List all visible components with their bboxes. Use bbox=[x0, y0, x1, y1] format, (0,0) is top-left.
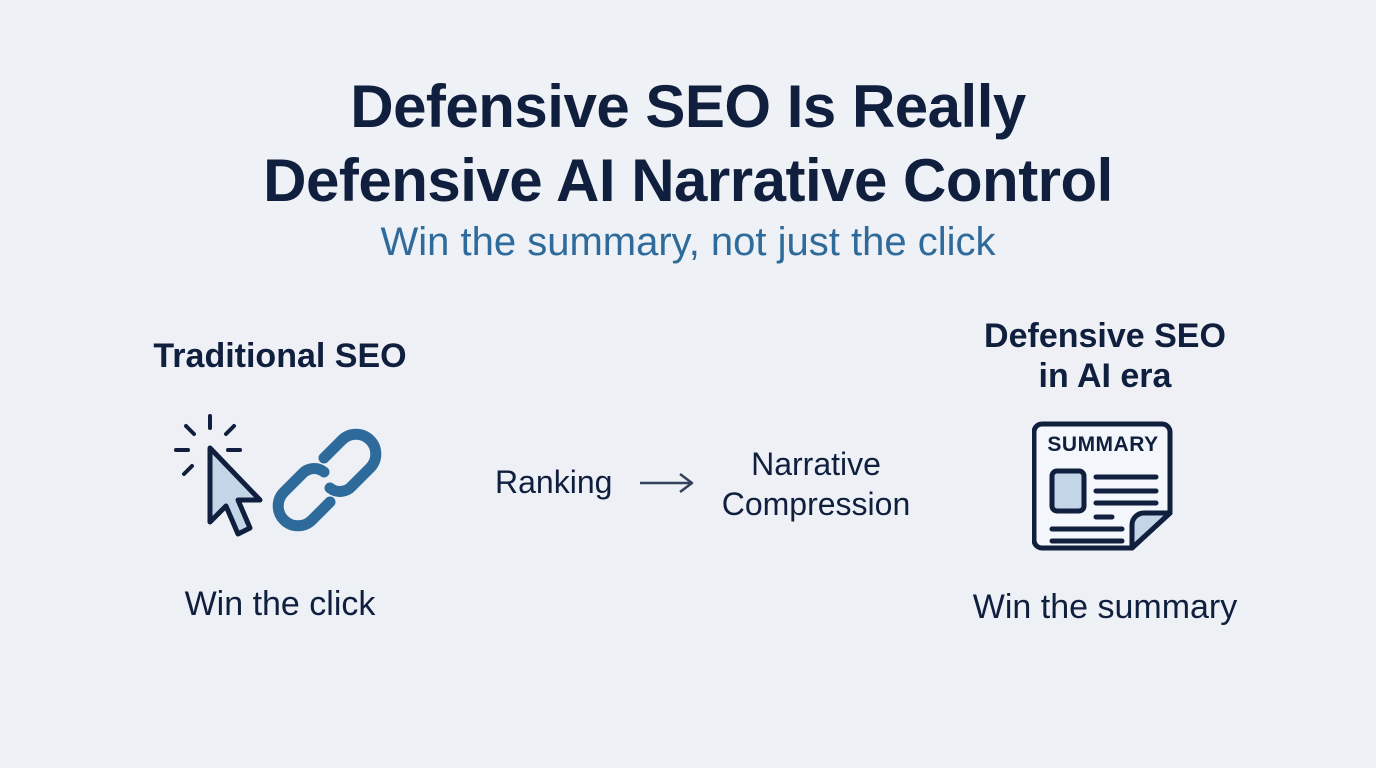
title-line-2: Defensive AI Narrative Control bbox=[263, 147, 1113, 214]
narrative-text: Narrative bbox=[751, 446, 881, 482]
heading-line-1: Defensive SEO bbox=[984, 317, 1226, 355]
subtitle: Win the summary, not just the click bbox=[380, 220, 996, 264]
narrative-compression-label: Narrative Compression bbox=[700, 444, 932, 524]
win-the-click-caption: Win the click bbox=[184, 585, 376, 623]
heading-line-2: in AI era bbox=[1038, 357, 1172, 395]
arrow-right-icon bbox=[640, 473, 694, 493]
title-line-1: Defensive SEO Is Really bbox=[350, 73, 1026, 140]
defensive-seo-heading: Defensive SEO in AI era bbox=[930, 316, 1280, 396]
ranking-label: Ranking bbox=[495, 464, 613, 500]
cursor-click-icon bbox=[174, 414, 263, 537]
summary-document-icon: SUMMARY bbox=[1032, 421, 1174, 551]
summary-icon-label: SUMMARY bbox=[1047, 433, 1159, 456]
page-title: Defensive SEO Is Really Defensive AI Nar… bbox=[0, 70, 1376, 218]
traditional-seo-heading: Traditional SEO bbox=[153, 337, 407, 375]
link-icon bbox=[272, 428, 382, 532]
win-the-summary-caption: Win the summary bbox=[972, 588, 1238, 626]
compression-text: Compression bbox=[721, 486, 911, 522]
